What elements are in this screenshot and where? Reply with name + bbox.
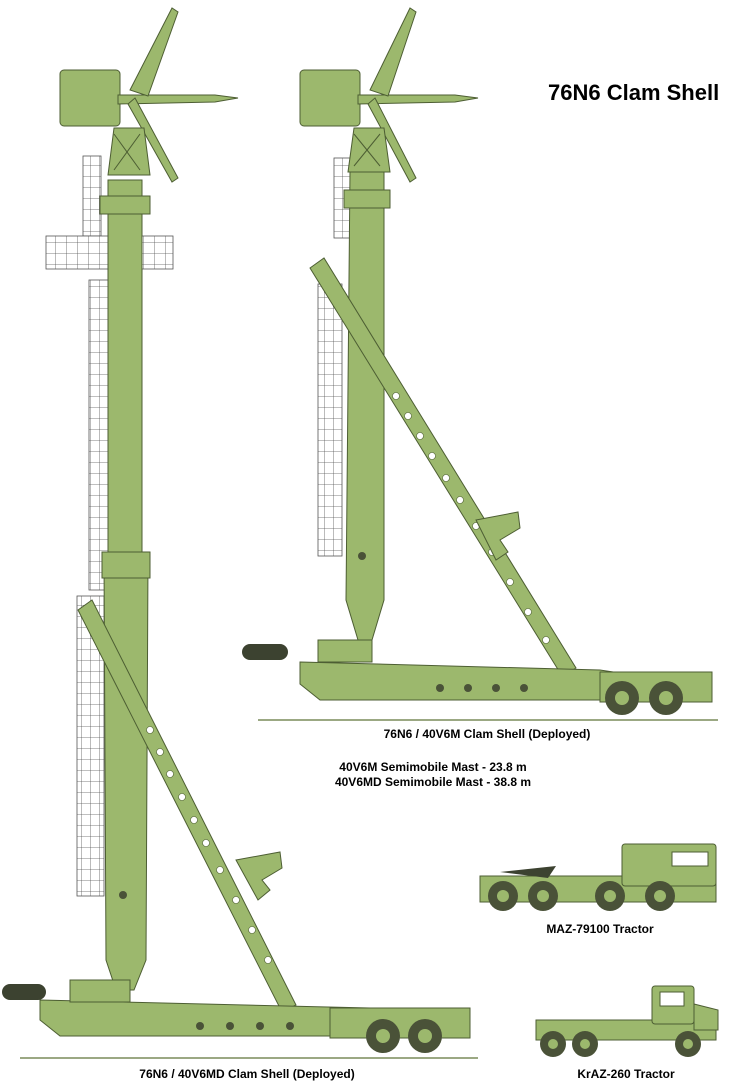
- support-arm: [309, 257, 577, 677]
- antenna-head: [59, 69, 121, 127]
- cable-drum: [2, 984, 46, 1000]
- support-arm: [77, 599, 297, 1013]
- caption-kraz-260: KrAZ-260 Tractor: [577, 1067, 675, 1081]
- antenna-head: [299, 69, 361, 127]
- lattice-panel: [82, 155, 102, 237]
- mast-40v6m: [242, 7, 718, 721]
- mast-40v6md: [2, 7, 478, 1059]
- mast-tube: [345, 171, 385, 641]
- tractor-kraz-260: [535, 985, 719, 1057]
- lattice-panel: [88, 279, 110, 591]
- tractor-maz-79100: [479, 843, 717, 911]
- spec-40v6m: 40V6M Semimobile Mast - 23.8 m: [339, 760, 527, 774]
- page-title: 76N6 Clam Shell: [548, 80, 720, 105]
- spec-40v6md: 40V6MD Semimobile Mast - 38.8 m: [334, 775, 532, 789]
- mast-tube: [107, 179, 143, 561]
- caption-maz-79100: MAZ-79100 Tractor: [546, 922, 654, 936]
- cable-drum: [242, 644, 288, 660]
- caption-40v6md: 76N6 / 40V6MD Clam Shell (Deployed): [139, 1067, 355, 1081]
- caption-40v6m: 76N6 / 40V6M Clam Shell (Deployed): [383, 727, 591, 741]
- lattice-panel: [317, 283, 343, 557]
- mast-lower: [103, 559, 149, 991]
